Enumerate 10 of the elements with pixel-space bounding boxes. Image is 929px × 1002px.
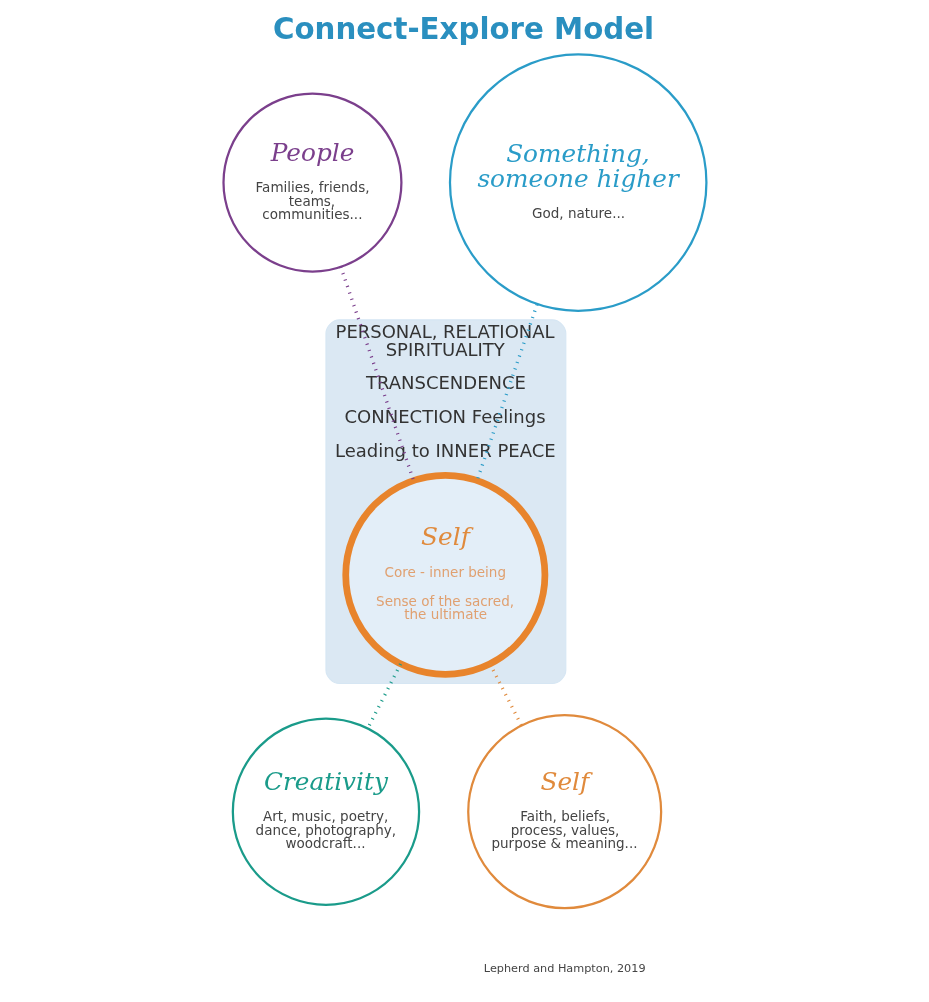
node-circle: Self Faith, beliefs, process, values, purpose & meaning...: [466, 714, 662, 910]
node-circle: People Families, friends, teams, communities...: [221, 92, 403, 273]
node-circle: Creativity Art, music, poetry, dance, photography, woodcraft...: [231, 717, 420, 906]
connector: [338, 266, 415, 481]
connector: [488, 663, 523, 726]
node-circle: Something, someone higher God, nature...: [448, 53, 708, 312]
diagram-title: Connect-Explore Model: [272, 12, 654, 47]
caption: Lepherd and Hampton, 2019: [483, 961, 646, 975]
connector: [475, 303, 539, 481]
node-circle: Self Core - inner being Sense of the sacred, the ultimate: [341, 471, 548, 678]
